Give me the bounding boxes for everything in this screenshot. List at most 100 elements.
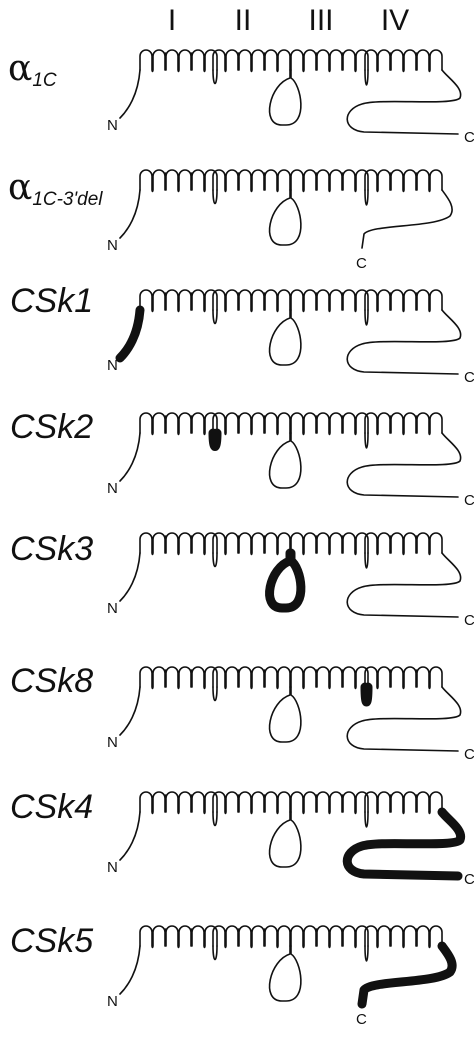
c-terminus-tail	[346, 552, 462, 618]
iii-iv-linker	[364, 432, 369, 449]
domain-iv-segments	[364, 412, 443, 436]
c-terminus-label: C	[464, 369, 474, 386]
n-terminus-tail	[119, 945, 141, 995]
i-ii-linker	[212, 945, 218, 961]
construct-row-alpha-1c: α1C NC	[8, 48, 474, 146]
ii-iii-loop	[268, 69, 302, 126]
channel-schematic: NC	[107, 412, 474, 509]
n-terminus-label: N	[107, 600, 118, 617]
channel-schematic: NC	[107, 666, 474, 763]
domain-i-segments	[139, 791, 218, 815]
domain-iii-segments	[290, 289, 369, 313]
c-terminus-label: C	[464, 612, 474, 629]
domain-iii-segments	[290, 169, 369, 193]
n-terminus-label: N	[107, 734, 118, 751]
iii-iv-linker	[364, 552, 369, 569]
domain-iii-segments	[290, 49, 369, 73]
domain-ii-segments	[212, 791, 291, 815]
construct-label-alpha-1c-3del: α1C-3'del	[8, 167, 103, 210]
iii-iv-linker	[364, 189, 369, 206]
channel-schematic: NC	[107, 289, 474, 386]
channel-schematic: NC	[107, 791, 474, 888]
construct-label-csk4: CSk4	[10, 788, 93, 826]
domain-i-segments	[139, 412, 218, 436]
domain-iv-segments	[364, 791, 443, 815]
ii-iii-loop	[265, 548, 306, 613]
construct-row-csk1: CSk1 NC	[10, 282, 474, 386]
construct-row-csk8: CSk8 NC	[10, 662, 474, 763]
n-terminus-tail	[119, 189, 141, 239]
ii-iii-loop	[268, 811, 302, 868]
construct-row-csk4: CSk4 NC	[10, 788, 474, 888]
domain-iv-segments	[364, 666, 443, 690]
n-terminus-tail	[119, 69, 141, 119]
i-ii-linker	[212, 552, 218, 568]
c-terminus-tail	[346, 309, 462, 375]
domain-ii-segments	[212, 169, 291, 193]
c-terminus-chimera-segment	[342, 807, 466, 881]
c-terminus-tail	[346, 686, 462, 752]
domain-ii-segments	[212, 49, 291, 73]
channel-schematic: NC	[107, 532, 474, 629]
i-ii-linker	[208, 428, 222, 451]
ii-iii-loop	[268, 309, 302, 366]
domain-ii-segments	[212, 289, 291, 313]
domain-ii-segments	[212, 925, 291, 949]
iii-iv-linker	[364, 309, 369, 326]
construct-row-csk2: CSk2 NC	[10, 408, 474, 509]
domain-i-segments	[139, 532, 218, 556]
c-terminus-tail	[361, 189, 453, 249]
domain-i-segments	[139, 169, 218, 193]
channel-schematic: NC	[107, 49, 474, 146]
ii-iii-loop	[268, 686, 302, 743]
n-terminus-tail	[115, 305, 145, 363]
domain-i-segments	[139, 289, 218, 313]
domain-iii-segments	[290, 925, 369, 949]
n-terminus-tail	[119, 432, 141, 482]
ii-iii-loop	[268, 432, 302, 489]
domain-label-iv: IV	[381, 4, 409, 37]
c-terminus-label: C	[464, 129, 474, 146]
iii-iv-linker	[364, 811, 369, 828]
channel-schematic: NC	[107, 925, 457, 1028]
domain-label-i: I	[168, 4, 176, 37]
domain-iv-segments	[364, 169, 443, 193]
n-terminus-tail	[119, 811, 141, 861]
construct-label-csk3: CSk3	[10, 530, 93, 568]
iii-iv-linker	[360, 682, 373, 707]
i-ii-linker	[212, 309, 218, 325]
domain-ii-segments	[212, 532, 291, 556]
n-terminus-label: N	[107, 117, 118, 134]
n-terminus-tail	[119, 686, 141, 736]
i-ii-linker	[212, 811, 218, 827]
domain-i-segments	[139, 925, 218, 949]
construct-label-csk8: CSk8	[10, 662, 93, 700]
domain-i-segments	[139, 666, 218, 690]
c-terminus-label: C	[464, 492, 474, 509]
i-ii-linker	[212, 69, 218, 85]
domain-iii-segments	[290, 791, 369, 815]
c-terminus-label: C	[464, 746, 474, 763]
ii-iii-loop	[268, 189, 302, 246]
domain-i-segments	[139, 49, 218, 73]
i-ii-linker	[212, 189, 218, 205]
c-terminus-chimera-segment	[357, 941, 457, 1009]
i-ii-linker	[212, 686, 218, 702]
c-terminus-tail	[346, 432, 462, 498]
c-terminus-tail	[346, 69, 462, 135]
domain-label-iii: III	[308, 4, 333, 37]
construct-label-csk2: CSk2	[10, 408, 93, 446]
c-terminus-label: C	[356, 255, 367, 272]
c-terminus-label: C	[464, 871, 474, 888]
domain-iii-segments	[290, 666, 369, 690]
iii-iv-linker	[364, 945, 369, 962]
domain-iv-segments	[364, 49, 443, 73]
n-terminus-tail	[119, 552, 141, 602]
domain-iv-segments	[364, 925, 443, 949]
construct-row-alpha-1c-3del: α1C-3'del NC	[8, 167, 453, 272]
n-terminus-label: N	[107, 237, 118, 254]
construct-label-alpha-1c: α1C	[8, 48, 57, 91]
channel-schematic: NC	[107, 169, 453, 272]
construct-row-csk3: CSk3 NC	[10, 530, 474, 629]
construct-row-csk5: CSk5 NC	[10, 922, 457, 1028]
